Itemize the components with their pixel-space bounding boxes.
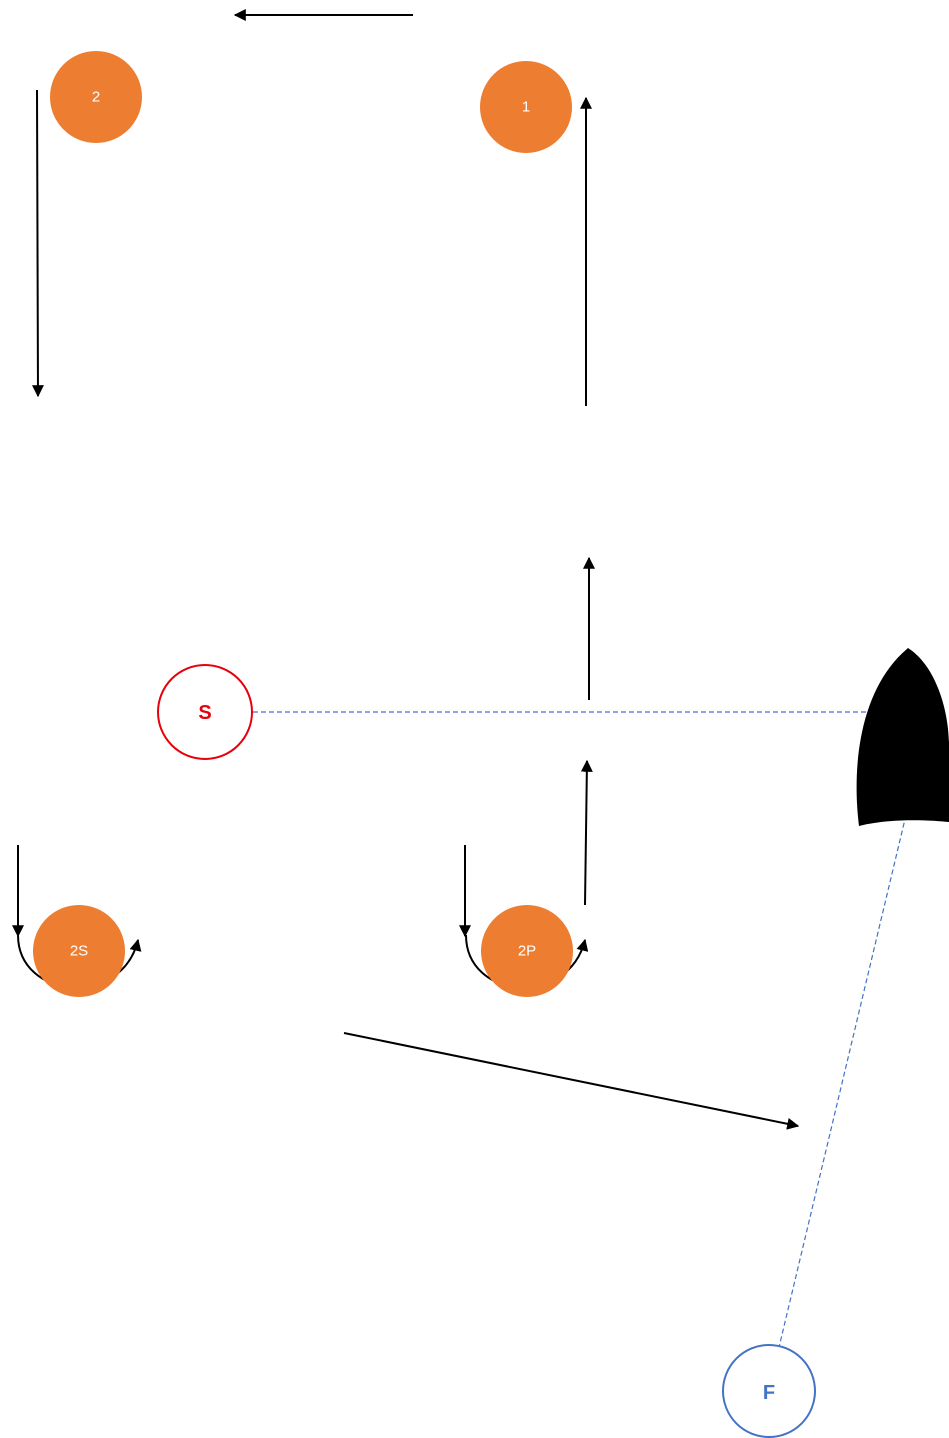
course-arrows xyxy=(12,9,800,1130)
mark-1: 1 xyxy=(480,61,572,153)
boat-icon xyxy=(856,648,949,826)
mark-2s-buoy xyxy=(33,905,125,997)
mark-2-label: 2 xyxy=(92,89,100,106)
start-pin-mark: S xyxy=(157,664,253,760)
start-pin-ring xyxy=(157,664,253,760)
arrow-icon xyxy=(343,1032,800,1130)
mark-1-label: 1 xyxy=(522,99,530,116)
start-pin-label: S xyxy=(198,702,211,724)
finish-mark-label: F xyxy=(763,1382,775,1404)
finish-mark: F xyxy=(722,1344,816,1438)
mark-2: 2 xyxy=(50,51,142,143)
arrow-icon xyxy=(580,759,593,906)
mark-2s-label: 2S xyxy=(70,943,88,960)
finish-line xyxy=(769,814,907,1386)
mark-2p-label: 2P xyxy=(518,943,536,960)
mark-2p-buoy xyxy=(481,905,573,997)
mark-2p: 2P xyxy=(481,905,573,997)
mark-1-buoy xyxy=(480,61,572,153)
arrow-icon xyxy=(31,89,44,398)
mark-2s: 2S xyxy=(33,905,125,997)
mark-2-buoy xyxy=(50,51,142,143)
finish-mark-ring xyxy=(722,1344,816,1438)
